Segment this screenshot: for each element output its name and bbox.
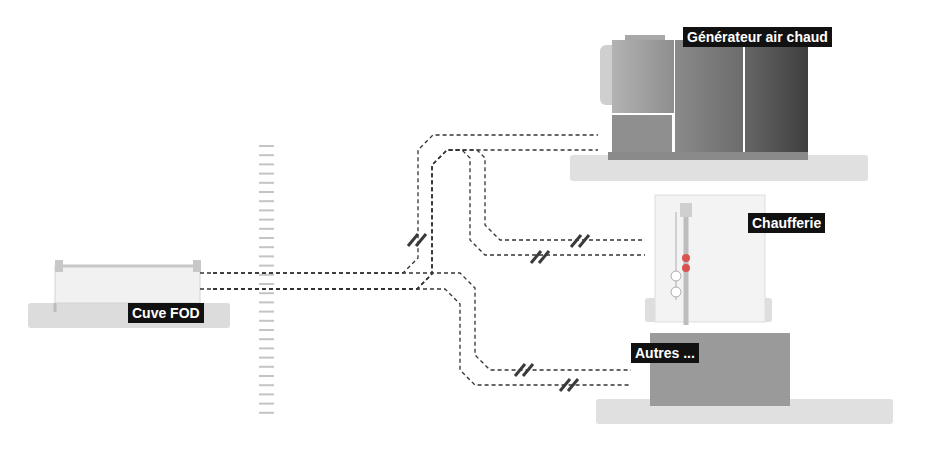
pipe-stub [200,288,213,289]
tick [259,237,274,239]
tank-node: Cuve FOD [55,258,213,325]
pipe-line [213,150,645,289]
equipment-label: Cuve FOD [128,303,204,323]
tick [259,209,274,211]
tick [259,403,274,405]
tick [259,366,274,368]
tank-illustration [28,260,230,328]
tick [259,338,274,340]
pipe-line [213,273,631,370]
tick [259,311,274,313]
tick [259,265,274,267]
tick [259,292,274,294]
tick [259,357,274,359]
tick [259,347,274,349]
tick [259,173,274,175]
break-stroke [539,251,549,263]
tick [259,301,274,303]
tick [259,182,274,184]
pipe-line [213,135,598,273]
other-equipment-illustration [596,333,893,424]
other-equipment-node: Autres ... [631,333,791,408]
fuel-pipe [213,150,645,289]
tick [259,384,274,386]
tick [259,200,274,202]
tick [259,329,274,331]
pipe-stub [200,272,213,273]
generator-illustration [570,35,868,181]
break-stroke [416,234,426,246]
fuel-pipe [213,273,631,385]
tick [259,412,274,414]
pipe-break-marks [408,234,589,391]
tick [259,375,274,377]
pipe-line [213,150,598,289]
break-stroke [523,364,533,376]
tick [259,154,274,156]
tick [259,145,274,147]
tick [259,246,274,248]
pipe-line [213,150,645,289]
boiler-room-node: Chaufferie [645,195,840,322]
equipment-label: Chaufferie [748,213,825,233]
equipment-label: Autres ... [631,343,699,363]
tick [259,219,274,221]
tick [259,393,274,395]
tick [259,274,274,276]
break-stroke [568,379,578,391]
tick [259,320,274,322]
equipment-label: Générateur air chaud [683,27,832,47]
tick [259,228,274,230]
fuel-pipe [213,135,598,289]
tick [259,255,274,257]
wall-marker [259,146,274,413]
tick [259,191,274,193]
tick [259,283,274,285]
generator-node: Générateur air chaud [598,25,860,182]
tick [259,163,274,165]
break-stroke [579,235,589,247]
